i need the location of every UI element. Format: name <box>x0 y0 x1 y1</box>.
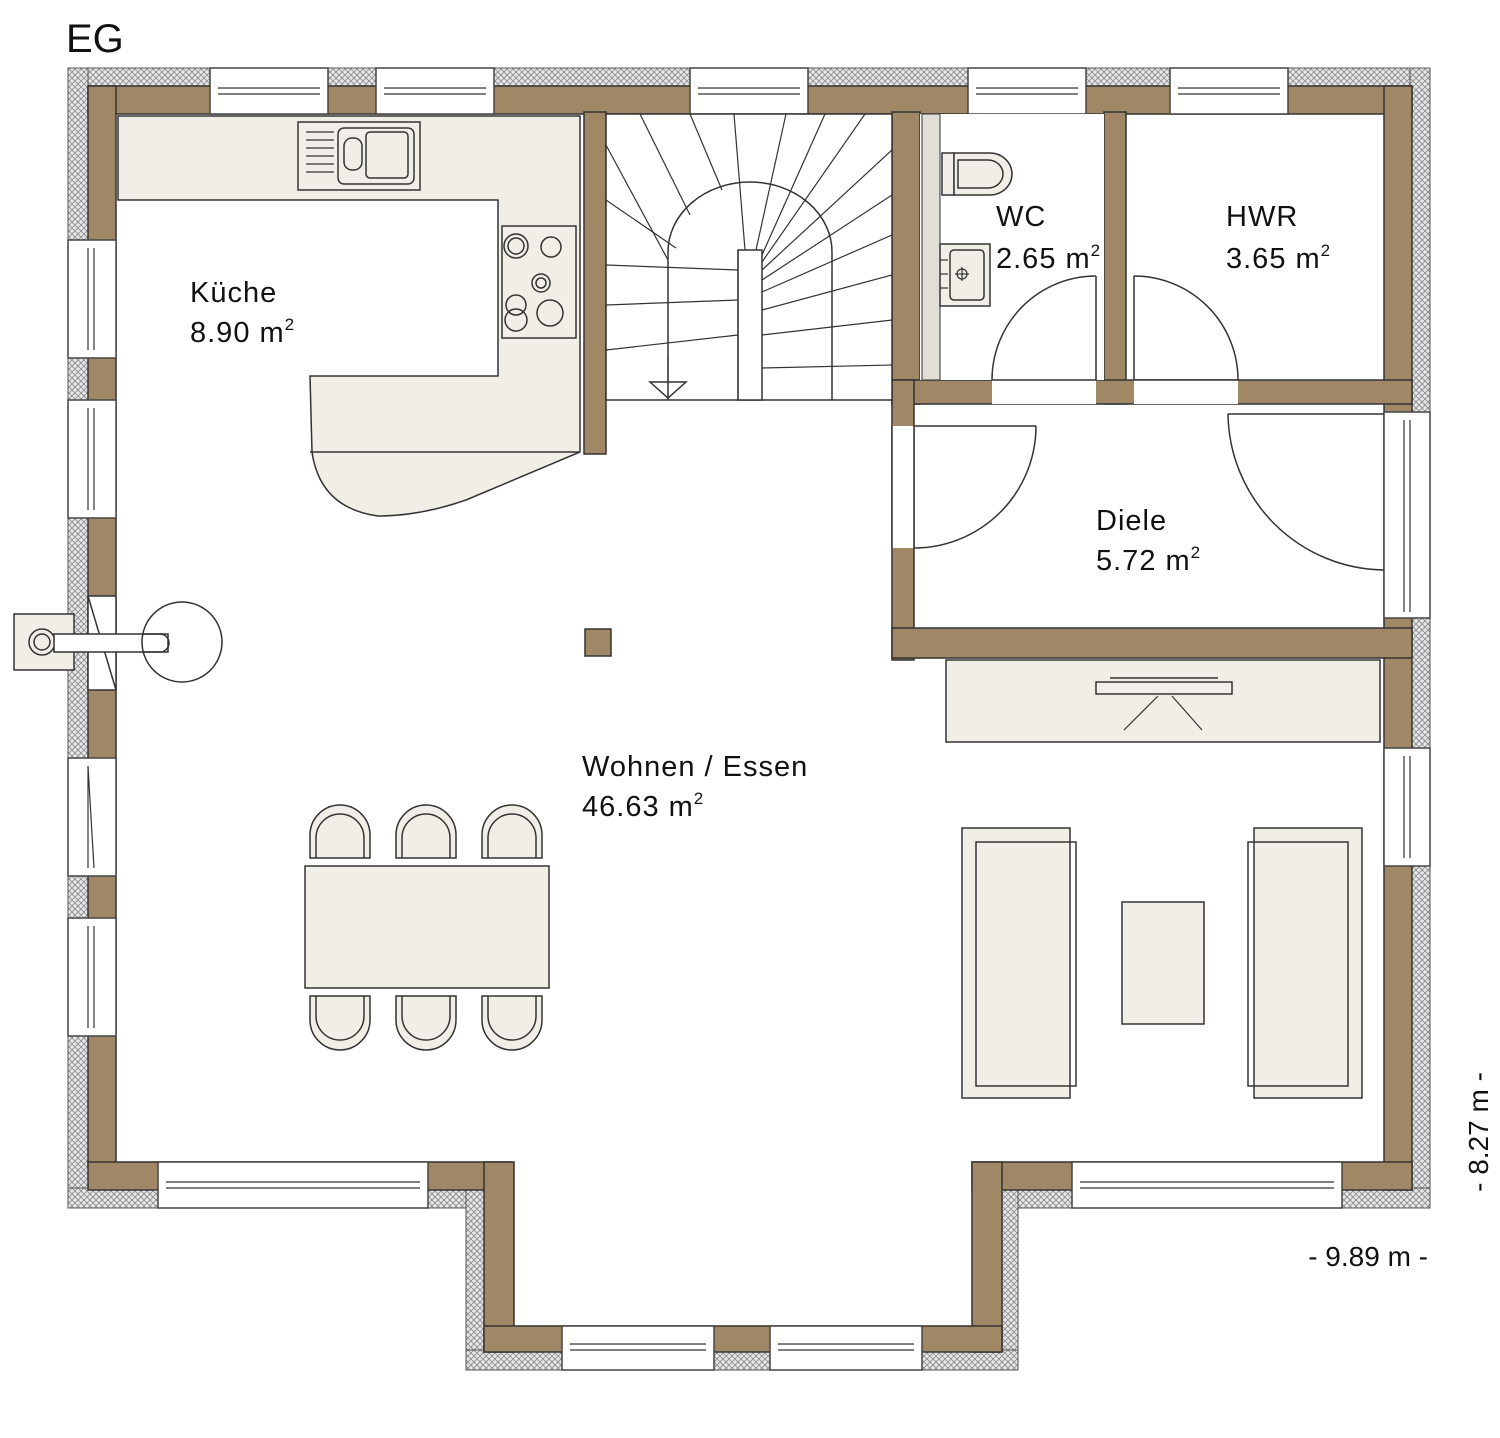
staircase <box>605 113 893 401</box>
room-area: 46.63 m <box>582 791 694 823</box>
room-name: Wohnen / Essen <box>582 751 808 783</box>
area-unit-exponent: 2 <box>694 789 704 808</box>
tv-sideboard <box>945 659 1381 743</box>
room-area: 5.72 m <box>1096 545 1191 577</box>
kitchen-counter <box>117 115 581 517</box>
room-name: WC <box>996 201 1046 233</box>
svg-text:3.65 m2: 3.65 m2 <box>1226 241 1331 275</box>
width-dimension: - 9.89 m - <box>1308 1241 1428 1272</box>
svg-text:2.65 m2: 2.65 m2 <box>996 241 1101 275</box>
room-name: HWR <box>1226 201 1298 233</box>
room-name: Küche <box>190 277 277 309</box>
floor-label: EG <box>66 17 124 61</box>
area-unit-exponent: 2 <box>285 315 295 334</box>
svg-text:46.63 m2: 46.63 m2 <box>582 789 704 823</box>
area-unit-exponent: 2 <box>1191 543 1201 562</box>
area-unit-exponent: 2 <box>1321 241 1331 260</box>
room-label-kueche: Küche 8.90 m2 <box>190 277 295 349</box>
room-label-diele: Diele 5.72 m2 <box>1096 505 1201 577</box>
wc-fixtures <box>920 113 1104 381</box>
sink <box>297 121 421 191</box>
room-area: 2.65 m <box>996 243 1091 275</box>
windows <box>67 67 1431 1371</box>
room-area: 3.65 m <box>1226 243 1321 275</box>
lounge-set <box>961 827 1363 1099</box>
chimney-stove <box>13 595 223 691</box>
area-unit-exponent: 2 <box>1091 241 1101 260</box>
room-name: Diele <box>1096 505 1167 537</box>
svg-text:5.72 m2: 5.72 m2 <box>1096 543 1201 577</box>
doors <box>891 275 1385 571</box>
cooktop <box>501 225 577 339</box>
room-area: 8.90 m <box>190 317 285 349</box>
room-label-wc: WC 2.65 m2 <box>996 201 1101 275</box>
depth-dimension: - 8.27 m - <box>1463 1072 1494 1192</box>
svg-text:8.90 m2: 8.90 m2 <box>190 315 295 349</box>
room-label-hwr: HWR 3.65 m2 <box>1226 201 1331 275</box>
room-label-wohnen-essen: Wohnen / Essen 46.63 m2 <box>582 751 808 823</box>
dining-set <box>304 804 550 1051</box>
